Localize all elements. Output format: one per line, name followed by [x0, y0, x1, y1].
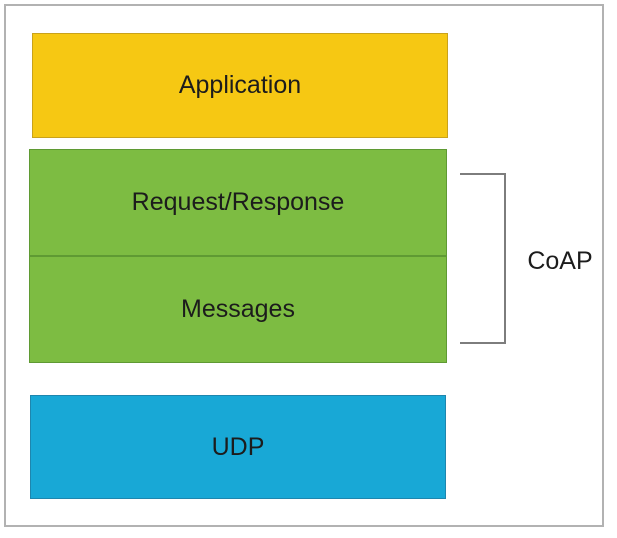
- layer-udp: UDP: [30, 395, 446, 499]
- layer-messages: Messages: [30, 257, 446, 362]
- layer-application: Application: [32, 33, 448, 138]
- coap-bracket: [460, 173, 506, 344]
- layer-request-response-label: Request/Response: [131, 188, 345, 216]
- layer-udp-label: UDP: [211, 432, 265, 461]
- coap-bracket-label: CoAP: [527, 246, 593, 275]
- layer-coap-group: Request/Response Messages: [29, 149, 447, 363]
- layer-application-label: Application: [178, 71, 302, 99]
- layer-messages-label: Messages: [181, 295, 295, 323]
- layer-request-response: Request/Response: [30, 150, 446, 257]
